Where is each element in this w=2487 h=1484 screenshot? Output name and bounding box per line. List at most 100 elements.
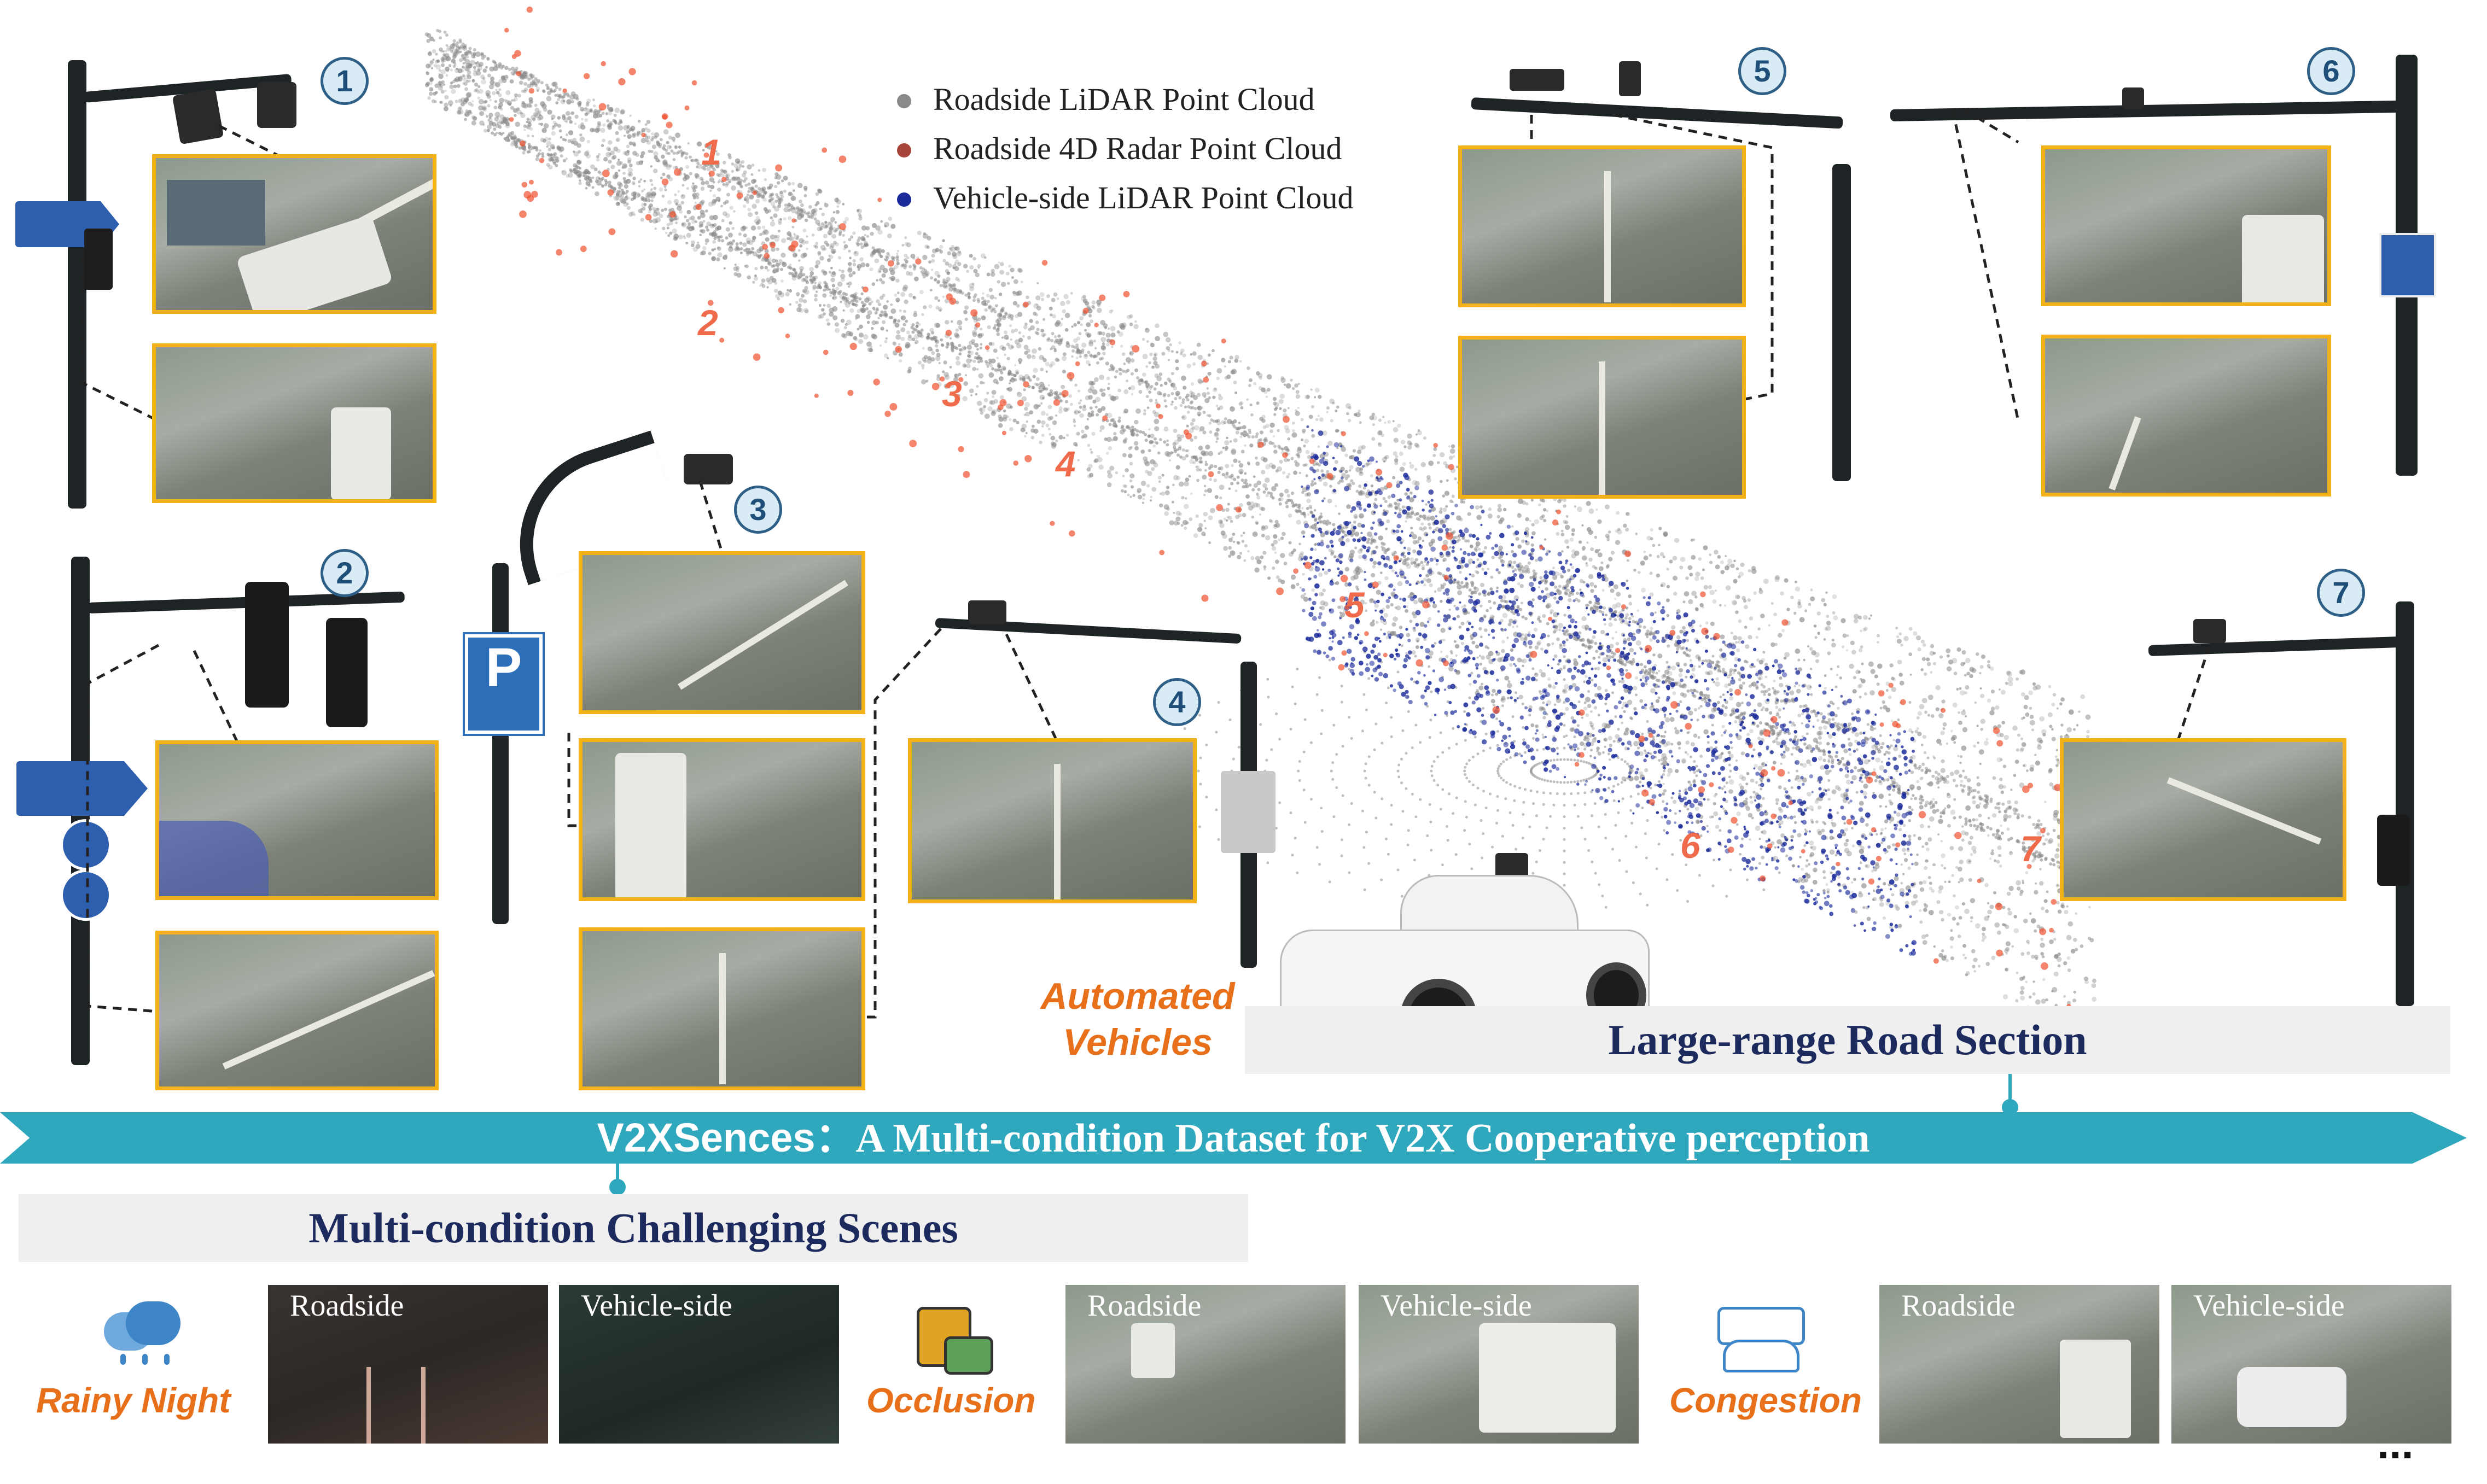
legend-dot-roadside-radar <box>897 143 911 157</box>
occlusion-roadside-image: Roadside <box>1065 1285 1346 1444</box>
image-caption: Roadside <box>1087 1289 1202 1323</box>
location-badge-2: 2 <box>321 549 369 597</box>
bus-car-icon <box>917 1307 993 1378</box>
camera-icon <box>1510 69 1564 91</box>
location-badge-1: 1 <box>321 57 369 105</box>
camera-view-1-bottom <box>152 343 436 503</box>
leader-line-6b <box>1951 109 2020 422</box>
legend-label-roadside-radar: Roadside 4D Radar Point Cloud <box>933 131 1342 166</box>
point-label-7: 7 <box>2020 828 2041 869</box>
congestion-roadside-image: Roadside <box>1879 1285 2159 1444</box>
camera-icon <box>684 454 733 484</box>
traffic-light-icon <box>84 229 113 290</box>
camera-view-6-bottom <box>2041 335 2331 496</box>
leader-line-5b <box>1613 113 1774 401</box>
multi-condition-title: Multi-condition Challenging Scenes <box>308 1204 958 1252</box>
location-badge-5: 5 <box>1738 47 1786 95</box>
point-label-2: 2 <box>698 302 718 343</box>
leader-line-1b <box>80 257 160 423</box>
image-caption: Roadside <box>1901 1289 2016 1323</box>
rainy-night-vehicle-side-image: Vehicle-side <box>559 1285 839 1444</box>
occlusion-vehicle-side-image: Vehicle-side <box>1359 1285 1639 1444</box>
leader-line-3c <box>864 628 942 1019</box>
bus-icon <box>2242 215 2324 302</box>
point-label-1: 1 <box>701 132 721 172</box>
camera-view-2-bottom <box>155 931 439 1090</box>
legend-label-roadside-lidar: Roadside LiDAR Point Cloud <box>933 81 1315 117</box>
point-label-4: 4 <box>1056 443 1076 484</box>
camera-view-3-middle <box>579 738 865 901</box>
image-caption: Vehicle-side <box>2193 1289 2345 1323</box>
congestion-vehicle-side-image: Vehicle-side <box>2171 1285 2451 1444</box>
more-ellipsis: ... <box>2377 1419 2414 1468</box>
condition-label: Occlusion <box>866 1381 1036 1420</box>
camera-view-4 <box>908 738 1197 903</box>
camera-view-1-top <box>152 154 436 314</box>
leader-line-3b <box>567 733 580 827</box>
large-range-box <box>1245 1006 2450 1074</box>
dataset-title: A Multi-condition Dataset for V2X Cooper… <box>855 1116 1870 1161</box>
location-badge-3: 3 <box>734 486 782 534</box>
bus-icon <box>1131 1323 1175 1378</box>
leader-line-1a <box>218 124 286 160</box>
leader-line-4 <box>1005 633 1057 739</box>
camera-icon <box>968 600 1006 624</box>
leader-line-2a <box>193 650 242 750</box>
leader-line-6a <box>1962 108 2019 144</box>
bus-lane-sign-icon <box>60 819 112 870</box>
legend-dot-vehicle-lidar <box>897 192 911 207</box>
condition-label: Rainy Night <box>36 1381 231 1420</box>
point-label-3: 3 <box>942 373 962 414</box>
dataset-brand: V2XSences <box>597 1115 816 1160</box>
parking-sign-icon: P <box>465 634 543 734</box>
camera-icon <box>2193 619 2226 643</box>
multi-condition-box <box>19 1194 1248 1262</box>
bus-icon <box>1479 1323 1616 1433</box>
traffic-light-icon <box>245 582 289 708</box>
location-badge-7: 7 <box>2317 569 2365 617</box>
banner-separator: ： <box>815 1116 856 1161</box>
camera-view-5-bottom <box>1458 336 1746 499</box>
camera-icon <box>257 82 296 128</box>
bus-icon <box>331 407 391 499</box>
point-label-6: 6 <box>1680 825 1700 866</box>
location-badge-4: 4 <box>1153 678 1201 726</box>
camera-icon <box>1619 61 1641 96</box>
road-sign-icon <box>16 761 148 816</box>
title-banner-text: V2XSences：A Multi-condition Dataset for … <box>0 1112 2467 1164</box>
leader-line-3a <box>698 481 724 553</box>
image-caption: Vehicle-side <box>1381 1289 1532 1323</box>
leader-line-2b <box>86 644 160 1013</box>
multi-condition-connector-dot <box>609 1179 626 1195</box>
camera-view-2-top <box>155 740 439 900</box>
large-range-title: Large-range Road Section <box>1608 1016 2087 1064</box>
traffic-light-icon <box>2377 815 2410 886</box>
legend-dot-roadside-lidar <box>897 94 911 108</box>
bus-icon <box>615 753 686 897</box>
traffic-jam-icon <box>1717 1307 1805 1378</box>
bicycle-sign-icon <box>60 869 112 921</box>
camera-view-5-top <box>1458 145 1746 307</box>
legend-label-vehicle-lidar: Vehicle-side LiDAR Point Cloud <box>933 180 1354 215</box>
image-caption: Roadside <box>290 1289 404 1323</box>
image-caption: Vehicle-side <box>581 1289 732 1323</box>
camera-icon <box>2122 87 2144 109</box>
speed-sign-icon <box>2379 233 2436 297</box>
car-icon <box>2237 1367 2346 1427</box>
signal-box-icon <box>1221 771 1275 853</box>
traffic-light-icon <box>326 618 368 727</box>
camera-view-3-bottom <box>579 927 865 1090</box>
camera-view-6-top <box>2041 145 2331 306</box>
point-cloud-points <box>424 7 2105 1048</box>
title-banner <box>0 1112 2467 1164</box>
camera-view-7 <box>2060 738 2346 901</box>
rainy-night-roadside-image: Roadside <box>268 1285 548 1444</box>
rain-cloud-icon <box>98 1301 180 1367</box>
location-badge-6: 6 <box>2307 47 2355 95</box>
leader-line-7 <box>2175 645 2211 744</box>
camera-view-3-top <box>579 551 865 714</box>
automated-vehicles-label: Automated Vehicles <box>1040 975 1235 1063</box>
bus-icon <box>2060 1340 2131 1438</box>
